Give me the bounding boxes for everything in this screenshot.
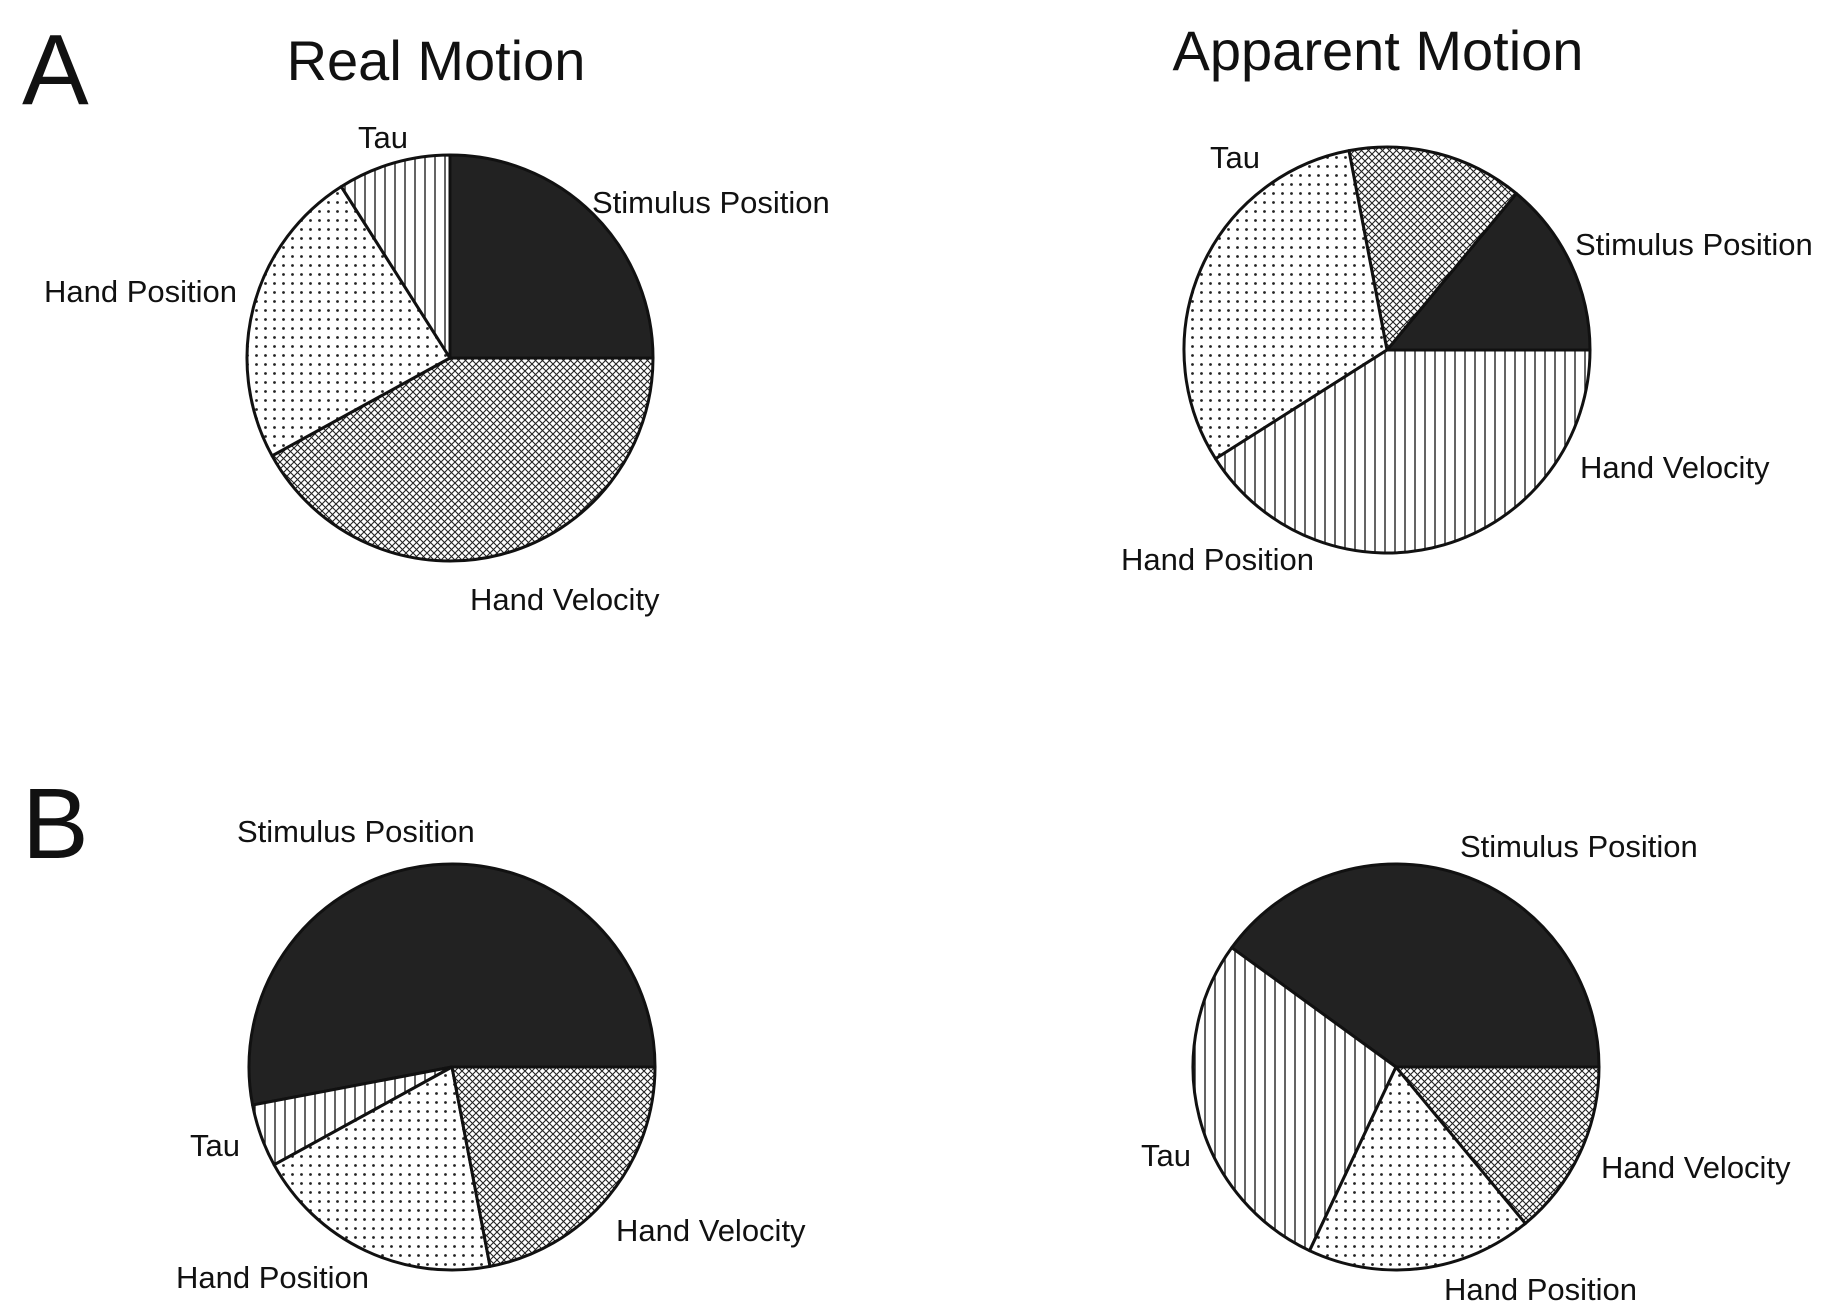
- panel-label-b: B: [22, 768, 89, 880]
- slice-label-stimulus-position: Stimulus Position: [592, 185, 830, 220]
- slice-label-hand-velocity: Hand Velocity: [1580, 450, 1770, 485]
- slice-label-tau: Tau: [358, 120, 408, 155]
- pie-slice-hand-velocity: [270, 356, 655, 563]
- slice-label-hand-velocity: Hand Velocity: [470, 582, 660, 617]
- panel-label-a: A: [22, 14, 89, 126]
- pie-slice-hand-position: [272, 1065, 492, 1272]
- slice-label-stimulus-position: Stimulus Position: [237, 814, 475, 849]
- title-real-motion: Real Motion: [287, 29, 586, 92]
- slice-label-hand-position: Hand Position: [44, 274, 237, 309]
- slice-label-hand-position: Hand Position: [1121, 542, 1314, 577]
- slice-label-tau: Tau: [1210, 140, 1260, 175]
- slice-label-stimulus-position: Stimulus Position: [1575, 227, 1813, 262]
- pie-slice-stimulus-position: [1385, 192, 1592, 352]
- pie-slice-stimulus-position: [247, 862, 657, 1107]
- pie-slice-stimulus-position: [448, 153, 655, 360]
- pie-slice-hand-velocity: [450, 1065, 657, 1268]
- slice-label-hand-position: Hand Position: [176, 1260, 369, 1295]
- pie-slice-hand-velocity: [1347, 145, 1518, 352]
- slice-label-tau: Tau: [190, 1128, 240, 1163]
- pie-slice-tau: [1214, 348, 1592, 555]
- pie-slice-tau: [1191, 946, 1398, 1253]
- pie-slice-hand-position: [1308, 1065, 1527, 1272]
- slice-label-hand-velocity: Hand Velocity: [616, 1213, 806, 1248]
- pie-slice-hand-velocity: [1394, 1065, 1601, 1225]
- slice-label-hand-position: Hand Position: [1444, 1272, 1637, 1307]
- pie-slice-tau: [339, 153, 452, 360]
- slice-label-hand-velocity: Hand Velocity: [1601, 1150, 1791, 1185]
- pie-slice-stimulus-position: [1230, 862, 1601, 1069]
- pie-slice-hand-position: [245, 185, 452, 458]
- slice-label-stimulus-position: Stimulus Position: [1460, 829, 1698, 864]
- slice-label-tau: Tau: [1141, 1138, 1191, 1173]
- title-apparent-motion: Apparent Motion: [1173, 19, 1584, 82]
